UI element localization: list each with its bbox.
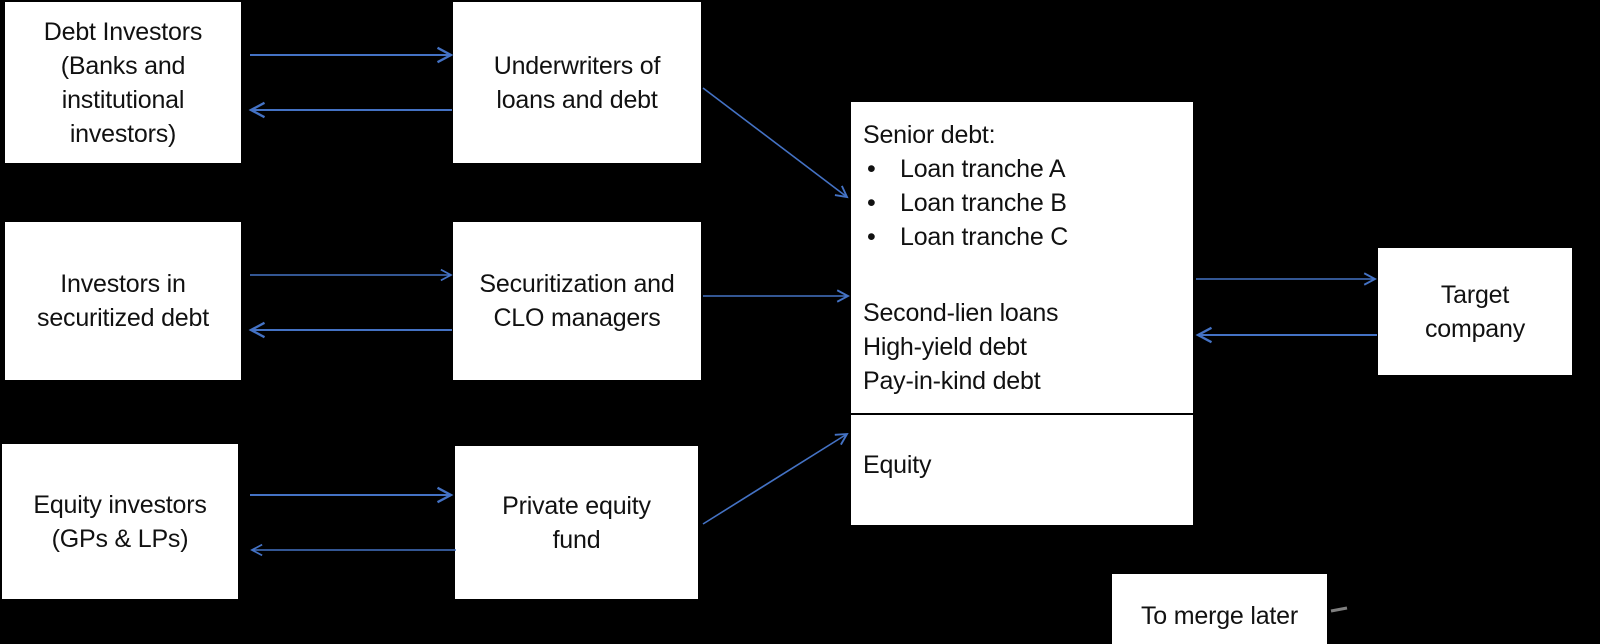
- private-equity-fund-box: Private equity fund: [455, 446, 698, 599]
- equity-investors-line: (GPs & LPs): [51, 524, 189, 553]
- debt-investors-box: Debt Investors (Banks and institutional …: [5, 2, 241, 163]
- private-equity-fund-line: Private equity: [502, 491, 651, 520]
- senior-tranche-label: Loan tranche A: [900, 155, 1066, 183]
- underwriters-line: Underwriters of: [493, 51, 661, 80]
- junior-debt-line: Second-lien loans: [863, 299, 1059, 327]
- senior-tranche-item: • Loan tranche B: [863, 186, 1187, 220]
- junior-debt-line: High-yield debt: [863, 333, 1027, 361]
- securitized-debt-investors-line: securitized debt: [37, 304, 209, 332]
- debt-investors-line: investors): [69, 119, 177, 148]
- equity-label: Equity: [863, 451, 932, 479]
- target-company-line: Target: [1440, 280, 1510, 309]
- bullet-icon: •: [867, 189, 876, 217]
- underwriters-box: Underwriters of loans and debt: [453, 2, 701, 163]
- arrow-underwriters-to-senior-debt: [702, 87, 849, 199]
- bullet-icon: •: [867, 223, 876, 251]
- arrow-pe-fund-to-equity: [702, 432, 849, 525]
- senior-tranche-label: Loan tranche C: [900, 223, 1069, 251]
- target-company-box: Target company: [1378, 248, 1572, 375]
- securitization-clo-line: Securitization and: [479, 270, 675, 298]
- debt-section: Senior debt: • Loan tranche A • Loan tra…: [851, 102, 1193, 413]
- securitized-debt-investors-box: Investors in securitized debt: [5, 222, 241, 380]
- senior-debt-heading: Senior debt:: [863, 121, 996, 149]
- to-merge-later-box: To merge later: [1112, 574, 1327, 644]
- equity-section: Equity: [851, 413, 1193, 525]
- private-equity-fund-line: fund: [552, 525, 601, 554]
- to-merge-later-label: To merge later: [1141, 602, 1298, 630]
- clipped-dash-to-merge-later: [1330, 606, 1348, 613]
- bullet-icon: •: [867, 155, 876, 183]
- debt-investors-line: (Banks and: [60, 51, 186, 80]
- debt-investors-line: institutional: [61, 85, 185, 114]
- equity-investors-line: Equity investors: [33, 490, 207, 519]
- securitization-clo-box: Securitization and CLO managers: [453, 222, 701, 380]
- debt-investors-line: Debt Investors: [43, 17, 203, 46]
- target-company-line: company: [1424, 314, 1526, 343]
- senior-tranche-label: Loan tranche B: [900, 189, 1067, 217]
- equity-investors-box: Equity investors (GPs & LPs): [2, 444, 238, 599]
- senior-tranche-item: • Loan tranche C: [863, 220, 1187, 254]
- securitization-clo-line: CLO managers: [493, 304, 661, 332]
- senior-tranche-item: • Loan tranche A: [863, 152, 1187, 186]
- capital-structure-box: Senior debt: • Loan tranche A • Loan tra…: [851, 102, 1193, 525]
- junior-debt-line: Pay-in-kind debt: [863, 367, 1041, 395]
- underwriters-line: loans and debt: [496, 85, 658, 114]
- securitized-debt-investors-line: Investors in: [60, 270, 186, 298]
- section-gap: [863, 254, 1187, 296]
